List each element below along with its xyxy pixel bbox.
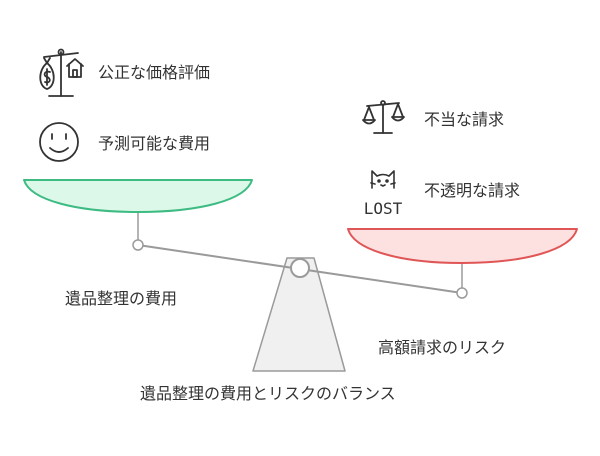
fulcrum xyxy=(252,257,346,372)
left-joint xyxy=(132,239,144,251)
lost-cat-icon: LOST xyxy=(364,170,403,218)
right-item-1-label: 不当な請求 xyxy=(424,110,505,129)
left-item-1-label: 公正な価格評価 xyxy=(98,63,211,82)
left-pan-label: 遺品整理の費用 xyxy=(65,289,178,308)
right-pan xyxy=(347,228,578,264)
left-pan xyxy=(23,179,253,213)
right-joint xyxy=(456,287,468,299)
right-pan-label: 高額請求のリスク xyxy=(378,338,507,357)
right-item-2-label: 不透明な請求 xyxy=(424,181,521,200)
scales-icon xyxy=(362,100,405,134)
pivot-circle xyxy=(290,258,310,278)
left-item-2-label: 予測可能な費用 xyxy=(98,134,211,153)
diagram-caption: 遺品整理の費用とリスクのバランス xyxy=(140,384,396,403)
smiley-face-icon xyxy=(39,122,79,162)
lost-text: LOST xyxy=(364,199,403,218)
scales-money-house-icon xyxy=(39,48,84,97)
